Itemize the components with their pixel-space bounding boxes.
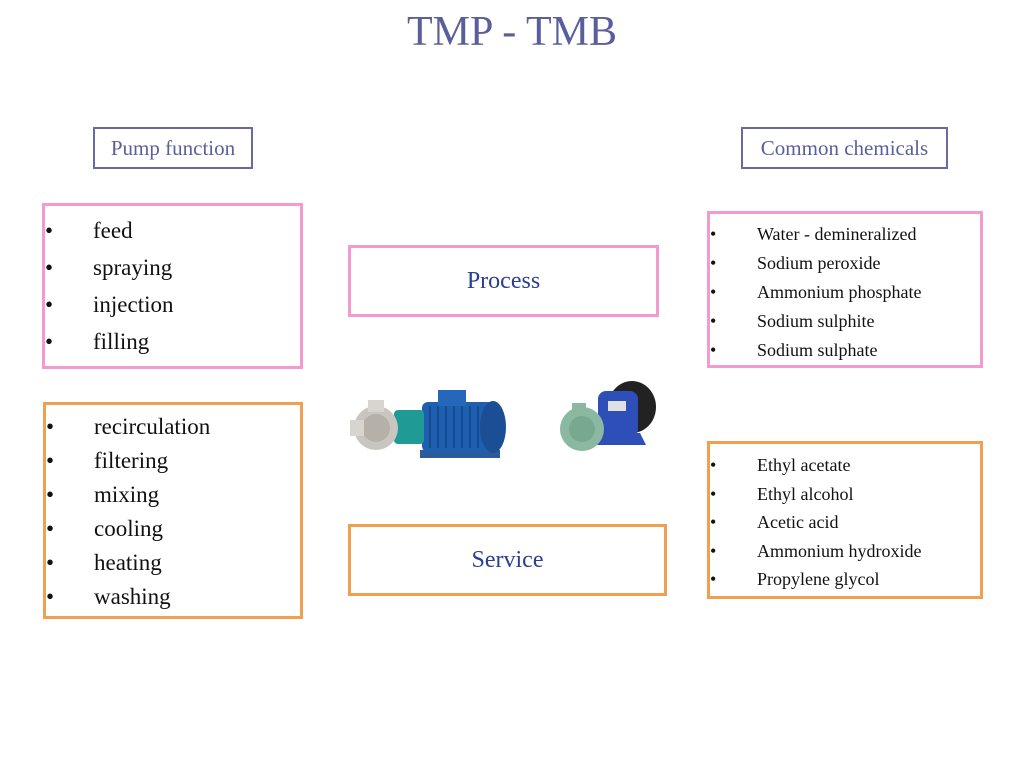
pump-small-blue-icon [560, 381, 656, 451]
service-functions-list: •recirculation •filtering •mixing •cooli… [46, 410, 300, 614]
pump-blue-motor-icon [350, 390, 506, 458]
list-item: •Acetic acid [710, 512, 839, 532]
service-label-box: Service [348, 524, 667, 596]
list-item: •Sodium peroxide [710, 253, 881, 273]
list-item: •mixing [46, 482, 160, 507]
list-item: •Ethyl acetate [710, 455, 851, 475]
process-label: Process [466, 267, 541, 294]
common-chemicals-header-label: Common chemicals [760, 135, 929, 160]
list-item: •Ammonium phosphate [710, 282, 922, 302]
list-item: •Sodium sulphate [710, 340, 878, 360]
pump-function-header: Pump function [93, 127, 253, 169]
list-item: •spraying [45, 255, 173, 280]
service-chemicals-box: •Ethyl acetate •Ethyl alcohol •Acetic ac… [707, 441, 983, 599]
list-item: •cooling [46, 516, 163, 541]
list-item: •washing [46, 584, 171, 609]
process-label-box: Process [348, 245, 659, 317]
list-item: •filling [45, 329, 150, 354]
list-item: •Sodium sulphite [710, 311, 875, 331]
list-item: •injection [45, 292, 174, 317]
service-chemicals-list: •Ethyl acetate •Ethyl alcohol •Acetic ac… [710, 451, 980, 594]
pump-function-header-label: Pump function [110, 135, 236, 160]
list-item: •heating [46, 550, 162, 575]
page-title: TMP - TMB [406, 9, 618, 55]
list-item: •Propylene glycol [710, 569, 880, 589]
list-item: •filtering [46, 448, 169, 473]
process-functions-list: •feed •spraying •injection •filling [45, 212, 300, 360]
process-chemicals-list: •Water - demineralized •Sodium peroxide … [710, 220, 980, 365]
service-label: Service [471, 546, 544, 573]
process-chemicals-box: •Water - demineralized •Sodium peroxide … [707, 211, 983, 368]
list-item: •feed [45, 218, 133, 243]
process-functions-box: •feed •spraying •injection •filling [42, 203, 303, 369]
service-functions-box: •recirculation •filtering •mixing •cooli… [43, 402, 303, 619]
list-item: •Ethyl alcohol [710, 483, 854, 504]
common-chemicals-header: Common chemicals [741, 127, 948, 169]
list-item: •Water - demineralized [710, 224, 917, 244]
list-item: •Ammonium hydroxide [710, 540, 922, 561]
list-item: •recirculation [46, 414, 211, 439]
